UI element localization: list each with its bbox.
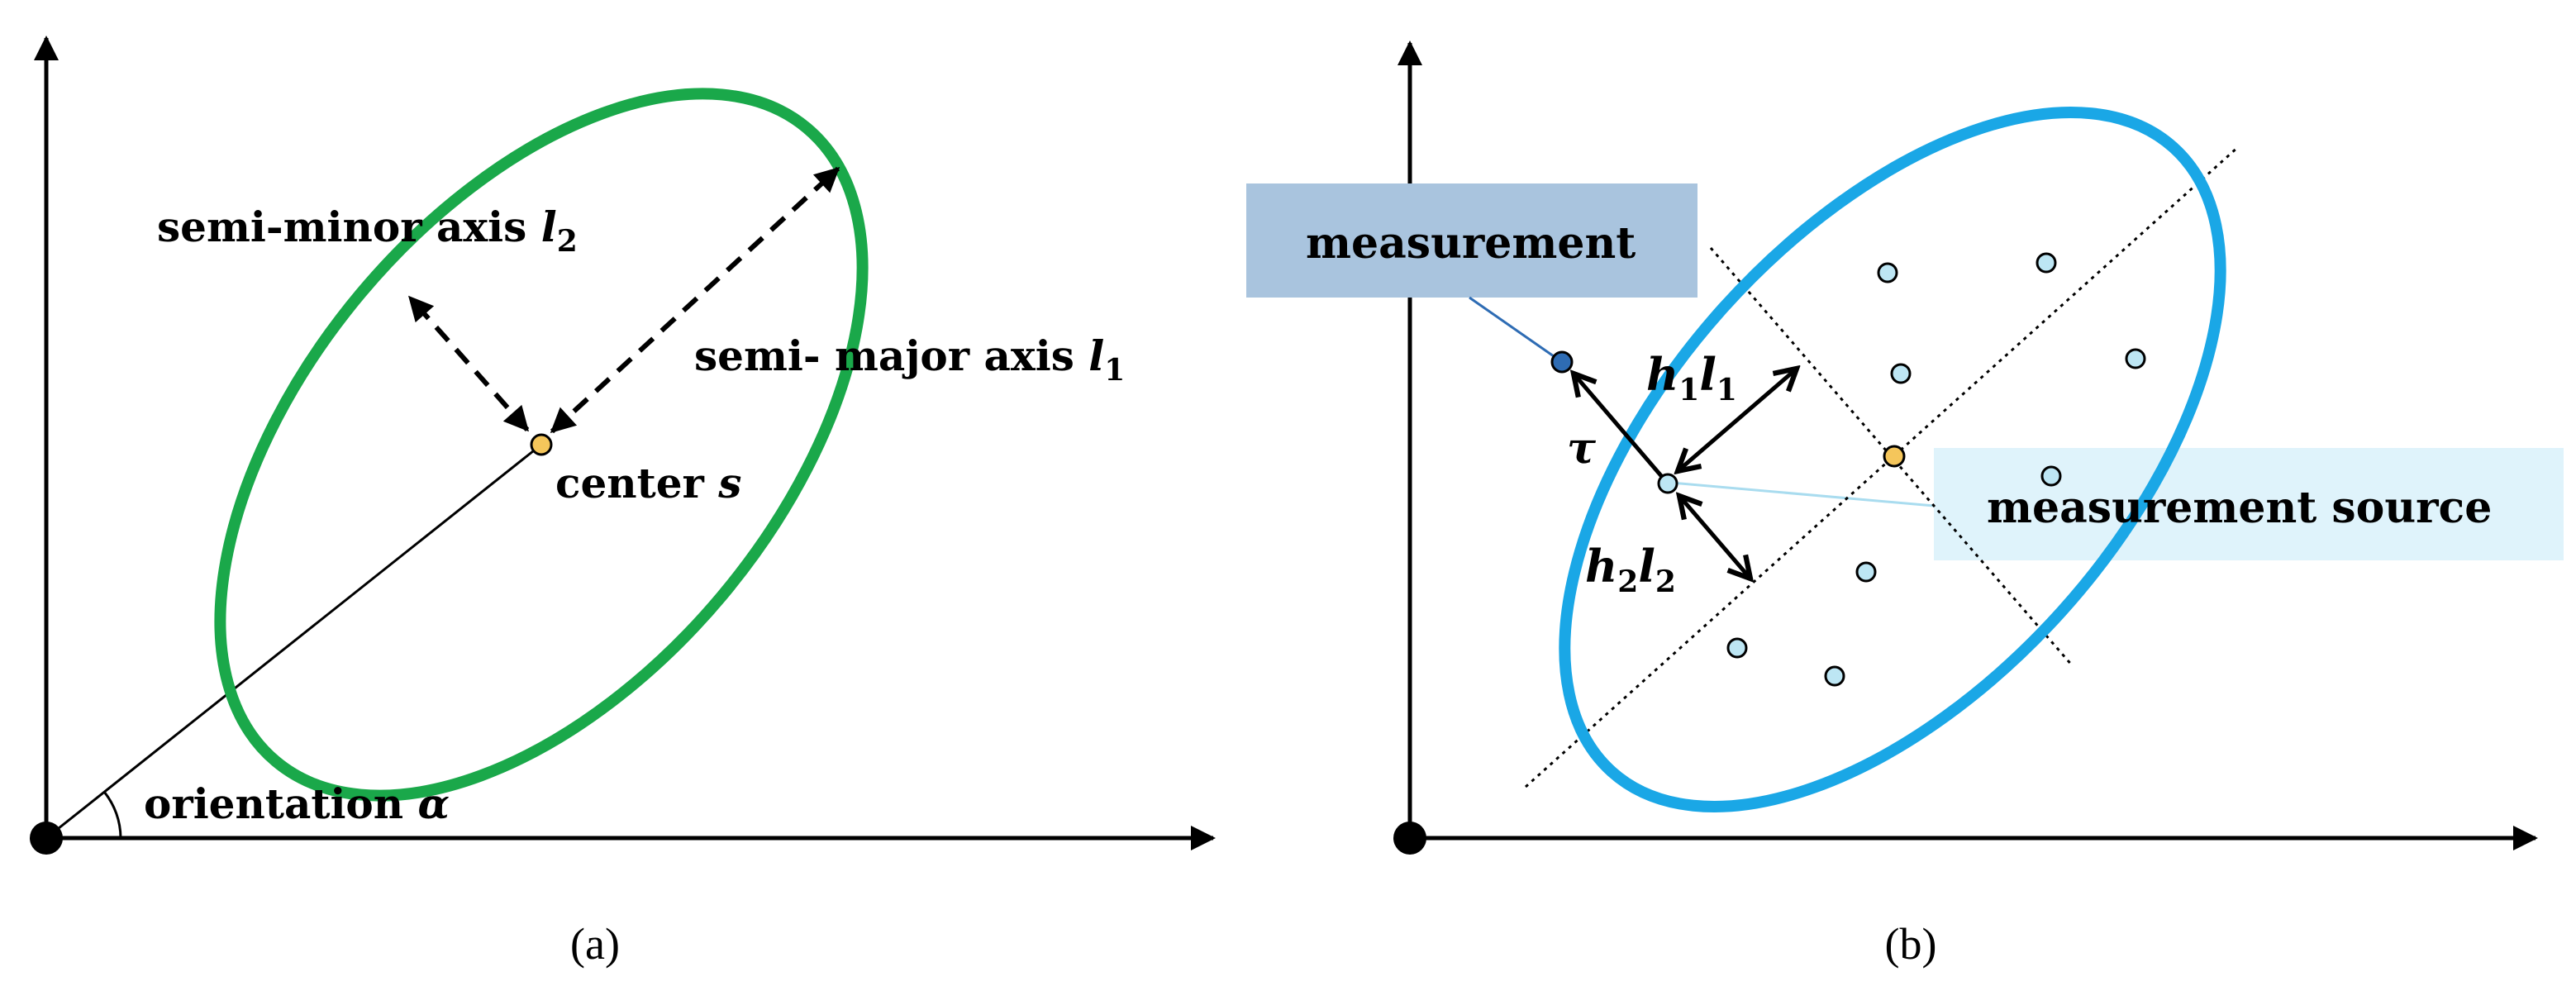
b-source-connector <box>1670 481 1935 507</box>
b-ellipse <box>1559 107 2226 812</box>
b-point <box>1824 665 1845 687</box>
b-point <box>2125 348 2146 369</box>
a-label-orientation: orientation α <box>144 779 450 828</box>
a-label-center: center s <box>555 459 741 507</box>
b-reference-point <box>1657 473 1678 494</box>
b-measurement-connector <box>1469 296 1563 364</box>
b-major-axis-dotted <box>1524 145 2240 788</box>
b-label-h1l1: h1l1 <box>1646 348 1737 407</box>
b-measurement-box <box>1246 183 1697 298</box>
b-tau-arrow <box>1574 374 1669 485</box>
a-orientation-line <box>45 443 542 840</box>
a-label-semi-major: semi- major axis l1 <box>694 331 1125 388</box>
b-point <box>1890 363 1912 384</box>
b-point <box>2036 252 2057 274</box>
b-center-point <box>1883 445 1906 468</box>
b-label-h2l2: h2l2 <box>1585 540 1676 599</box>
b-label-tau: τ <box>1567 423 1597 474</box>
b-point <box>2040 465 2062 487</box>
b-label-measurement-source: measurement source <box>1987 483 2492 533</box>
a-caption: (a) <box>570 919 620 969</box>
b-point <box>1877 262 1898 283</box>
panel-b: measurement measurement source τ h1l1 h2… <box>1246 40 2564 969</box>
a-semi-minor-arrow <box>407 295 530 432</box>
b-caption: (b) <box>1885 919 1937 969</box>
b-source-points <box>1726 252 2146 687</box>
b-label-measurement: measurement <box>1306 218 1636 269</box>
b-h1l1-arrow <box>1678 369 1797 471</box>
a-label-semi-minor: semi-minor axis l2 <box>157 202 578 259</box>
panel-a: semi-minor axis l2 semi- major axis l1 c… <box>30 36 1216 969</box>
a-ellipse <box>214 88 869 802</box>
a-orientation-arc <box>102 791 122 839</box>
b-measurement-source-box <box>1934 448 2564 560</box>
b-measurement-point <box>1550 350 1574 374</box>
b-origin-dot <box>1393 822 1426 855</box>
b-minor-axis-dotted <box>1709 247 2074 667</box>
b-point <box>1855 561 1877 583</box>
a-center-point <box>530 433 553 456</box>
b-point <box>1726 637 1748 659</box>
a-semi-major-arrow <box>550 166 840 434</box>
b-h2l2-arrow <box>1679 496 1750 579</box>
